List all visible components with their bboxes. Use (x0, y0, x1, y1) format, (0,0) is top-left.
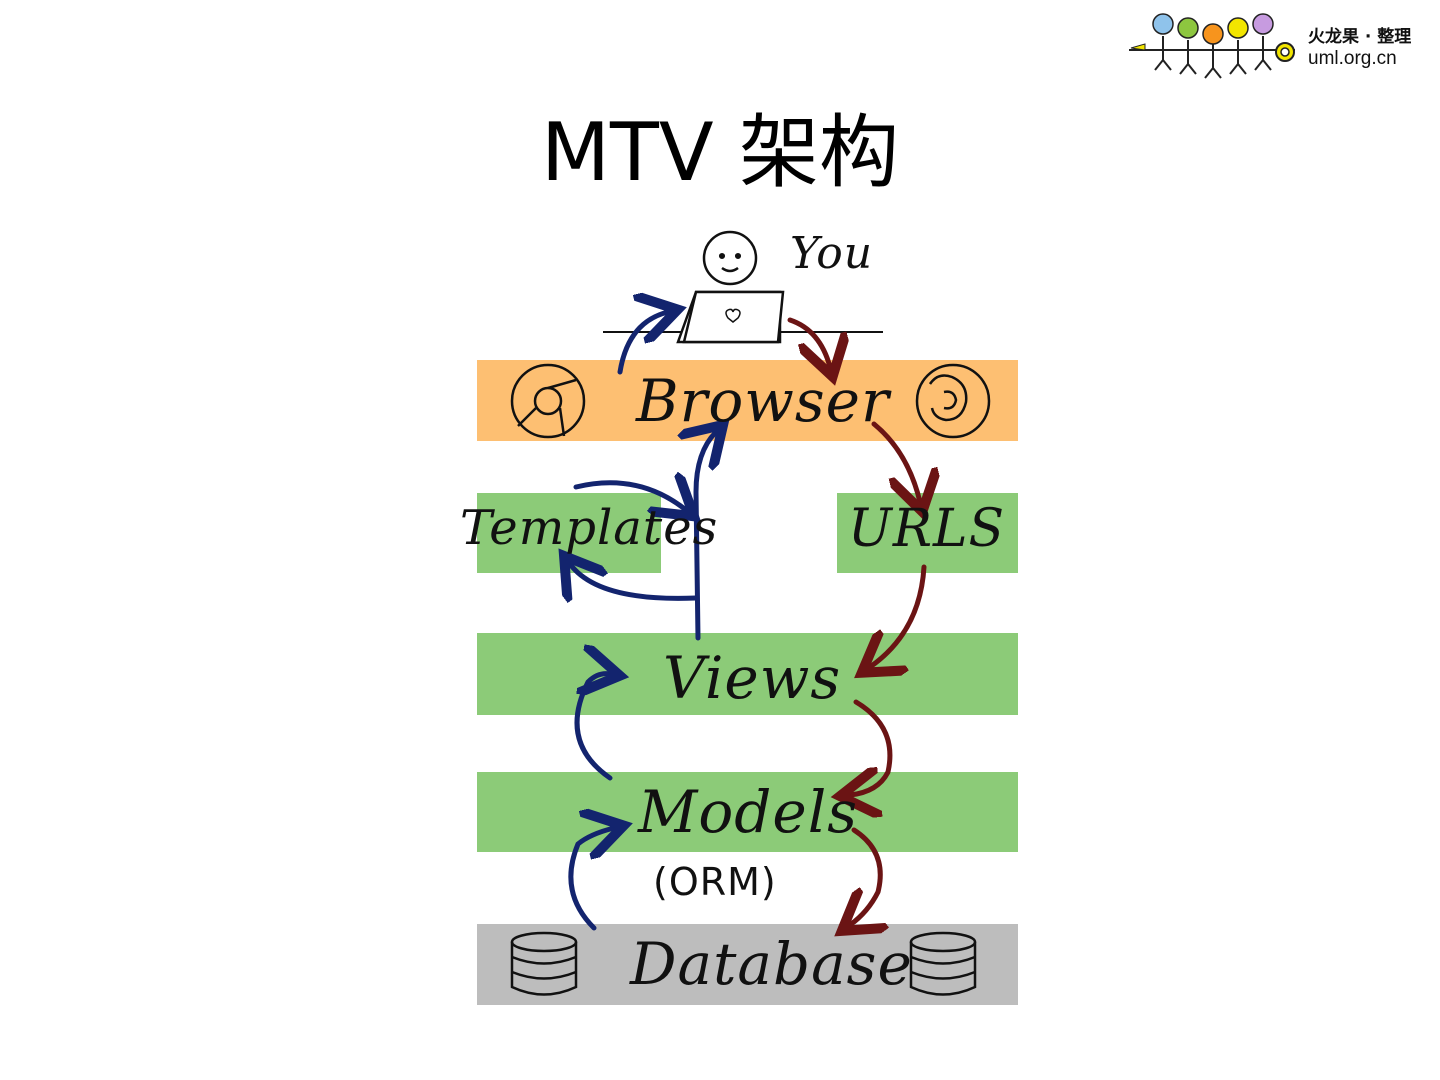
logo-org-text: 火龙果 · 整理 (1308, 22, 1411, 47)
browser-label: Browser (636, 367, 890, 435)
you-label: You (790, 228, 873, 279)
database-icon (911, 933, 975, 995)
response-arrow (571, 828, 614, 928)
request-arrow (790, 320, 830, 367)
slide-title: MTV 架构 (0, 88, 1440, 204)
request-arrow (870, 567, 924, 667)
models-label: Models (638, 778, 858, 846)
database-icon (512, 933, 576, 995)
logo-figures-icon (1125, 8, 1305, 88)
firefox-icon (917, 365, 989, 437)
urls-label: URLS (848, 499, 1005, 559)
response-arrow (577, 674, 610, 778)
templates-label: Templates (460, 500, 718, 556)
response-arrow (620, 312, 668, 372)
mtv-diagram: You Browser Templates URLS Views Models … (458, 212, 1033, 1032)
logo: 火龙果 · 整理 uml.org.cn (1125, 8, 1435, 88)
database-label: Database (630, 930, 913, 998)
laptop-icon (678, 292, 783, 342)
diagram-drawing (458, 212, 1033, 1032)
orm-label: (ORM) (653, 860, 777, 904)
response-arrow (570, 564, 696, 598)
chrome-icon (512, 365, 584, 437)
logo-url-text: uml.org.cn (1308, 48, 1397, 70)
request-arrow (874, 424, 920, 502)
views-label: Views (663, 644, 841, 712)
